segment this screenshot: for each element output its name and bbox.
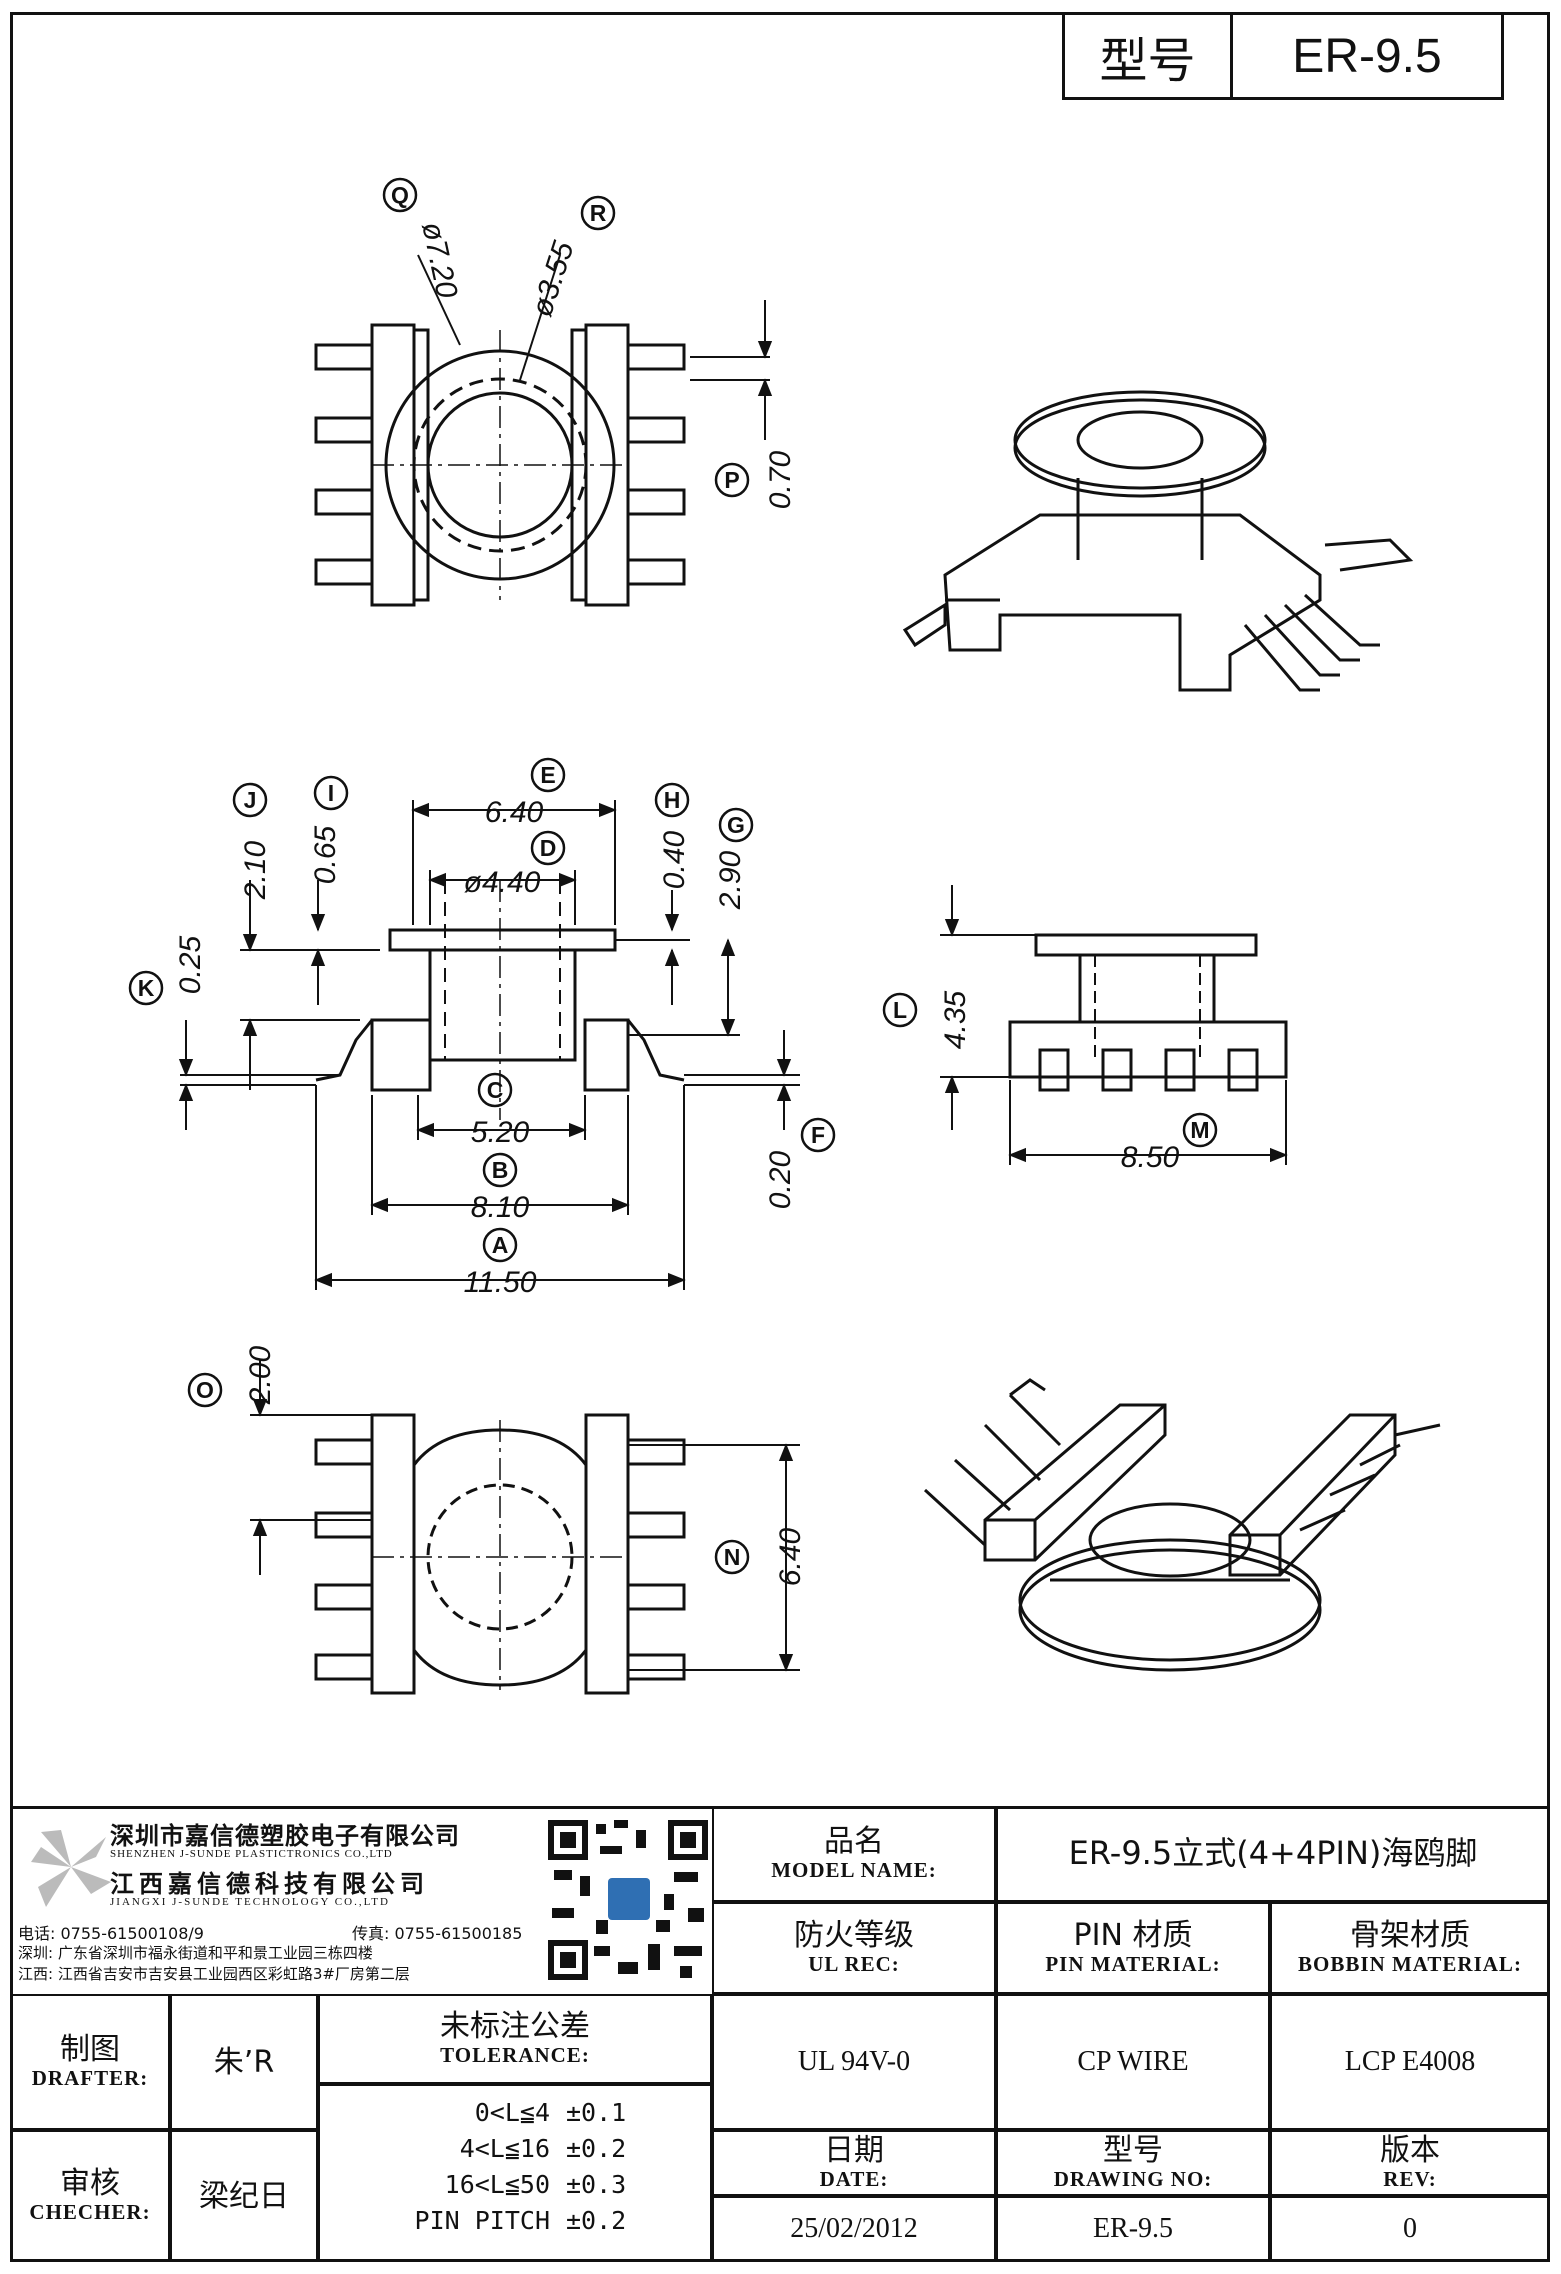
dim-l: 4.35 [939, 990, 972, 1049]
company-name-shenzhen: 深圳市嘉信德塑胶电子有限公司 [110, 1822, 460, 1850]
dim-c: 5.20 [471, 1116, 530, 1149]
dim-e: 6.40 [485, 796, 544, 829]
callout-d: D [540, 835, 557, 861]
company-phone: 电话: 0755-61500108/9 [18, 1924, 204, 1943]
dim-m: 8.50 [1121, 1141, 1180, 1174]
product-name-value: ER-9.5立式(4+4PIN)海鸥脚 [996, 1806, 1550, 1902]
front-view [178, 800, 800, 1290]
dim-h: 0.40 [658, 830, 691, 889]
date-value: 25/02/2012 [712, 2196, 996, 2262]
tolerance-range-1: 0<L≦4 [474, 2098, 550, 2127]
callout-m: M [1190, 1117, 1209, 1143]
bobbin-material-label: 骨架材质 BOBBIN MATERIAL: [1270, 1902, 1550, 1994]
company-fax: 传真: 0755-61500185 [352, 1924, 523, 1943]
dim-k: 0.25 [174, 935, 207, 994]
drafter-value: 朱’R [170, 1994, 318, 2130]
product-name-label: 品名 MODEL NAME: [712, 1806, 996, 1902]
pin-material-label: PIN 材质 PIN MATERIAL: [996, 1902, 1270, 1994]
tolerance-range-3: 16<L≦50 [444, 2170, 550, 2199]
dim-f: 0.20 [764, 1150, 797, 1209]
dim-r: ø3.55 [525, 237, 580, 320]
dim-p: 0.70 [764, 450, 797, 509]
ul-rating-label: 防火等级 UL REC: [712, 1902, 996, 1994]
isometric-view-bottom [923, 1378, 1441, 1672]
dim-o: 2.00 [244, 1345, 277, 1405]
callout-n: N [724, 1544, 741, 1570]
dim-j: 2.10 [239, 840, 272, 900]
drafter-label: 制图 DRAFTER: [10, 1994, 170, 2130]
date-label: 日期 DATE: [712, 2130, 996, 2196]
callout-i: I [328, 780, 334, 806]
callout-f: F [811, 1122, 825, 1148]
tolerance-value-2: ±0.2 [566, 2134, 627, 2163]
company-name-jiangxi-en: JIANGXI J-SUNDE TECHNOLOGY CO.,LTD [110, 1896, 390, 1908]
revision-value: 0 [1270, 2196, 1550, 2262]
model-label: 型号 [1065, 15, 1233, 97]
dim-q: ø7.20 [415, 219, 463, 301]
ul-rating-value: UL 94V-0 [712, 1994, 996, 2130]
callout-g: G [727, 812, 745, 838]
callout-circles [128, 177, 1218, 1575]
drawing-no-value: ER-9.5 [996, 2196, 1270, 2262]
callout-r: R [590, 200, 607, 226]
tolerance-range-2: 4<L≦16 [459, 2134, 550, 2163]
checker-label: 审核 CHECHER: [10, 2130, 170, 2262]
callout-h: H [664, 787, 681, 813]
callout-k: K [138, 975, 155, 1001]
callout-l: L [893, 997, 907, 1023]
callout-o: O [196, 1377, 214, 1403]
model-title-box: 型号 ER-9.5 [1062, 12, 1504, 100]
tolerance-value-1: ±0.1 [566, 2098, 627, 2127]
isometric-view-top [902, 390, 1414, 692]
revision-label: 版本 REV: [1270, 2130, 1550, 2196]
dim-b: 8.10 [471, 1191, 530, 1224]
callout-p: P [724, 467, 739, 493]
tolerance-value-4: ±0.2 [566, 2206, 627, 2235]
dim-i: 0.65 [309, 825, 342, 884]
company-name-shenzhen-en: SHENZHEN J-SUNDE PLASTICTRONICS CO.,LTD [110, 1848, 393, 1860]
tolerance-table [318, 2084, 712, 2262]
bottom-view [250, 1360, 800, 1695]
bobbin-material-value: LCP E4008 [1270, 1994, 1550, 2130]
company-logo-icon [31, 1830, 111, 1907]
side-view [940, 885, 1288, 1165]
top-view [314, 254, 773, 607]
callout-q: Q [391, 182, 409, 208]
callout-a: A [492, 1232, 509, 1258]
tolerance-value-3: ±0.3 [566, 2170, 627, 2199]
callout-e: E [540, 762, 555, 788]
qr-code-icon [544, 1816, 712, 1984]
drawing-no-label: 型号 DRAWING NO: [996, 2130, 1270, 2196]
tolerance-label: 未标注公差 TOLERANCE: [318, 1994, 712, 2084]
pin-material-value: CP WIRE [996, 1994, 1270, 2130]
dim-d: ø4.40 [464, 866, 541, 899]
technical-drawing: Q R P E D J I H G K C B A F L M O N ø7.2… [128, 177, 1441, 1695]
title-block: 深圳市嘉信德塑胶电子有限公司 SHENZHEN J-SUNDE PLASTICT… [10, 1806, 1550, 2262]
dim-a: 11.50 [464, 1266, 537, 1299]
company-info: 深圳市嘉信德塑胶电子有限公司 SHENZHEN J-SUNDE PLASTICT… [12, 1808, 712, 1994]
company-address-jiangxi: 江西: 江西省吉安市吉安县工业园西区彩虹路3#厂房第二层 [18, 1965, 410, 1983]
callout-j: J [244, 787, 257, 813]
dim-n: 6.40 [774, 1527, 807, 1586]
callout-b: B [492, 1157, 509, 1183]
dim-g: 2.90 [714, 850, 747, 910]
company-name-jiangxi: 江西嘉信德科技有限公司 [110, 1870, 429, 1898]
callout-c: C [487, 1077, 504, 1103]
tolerance-range-4: PIN PITCH [414, 2206, 550, 2235]
model-value: ER-9.5 [1292, 29, 1442, 83]
checker-value: 梁纪日 [170, 2130, 318, 2262]
company-address-shenzhen: 深圳: 广东省深圳市福永街道和平和景工业园三栋四楼 [18, 1944, 373, 1962]
